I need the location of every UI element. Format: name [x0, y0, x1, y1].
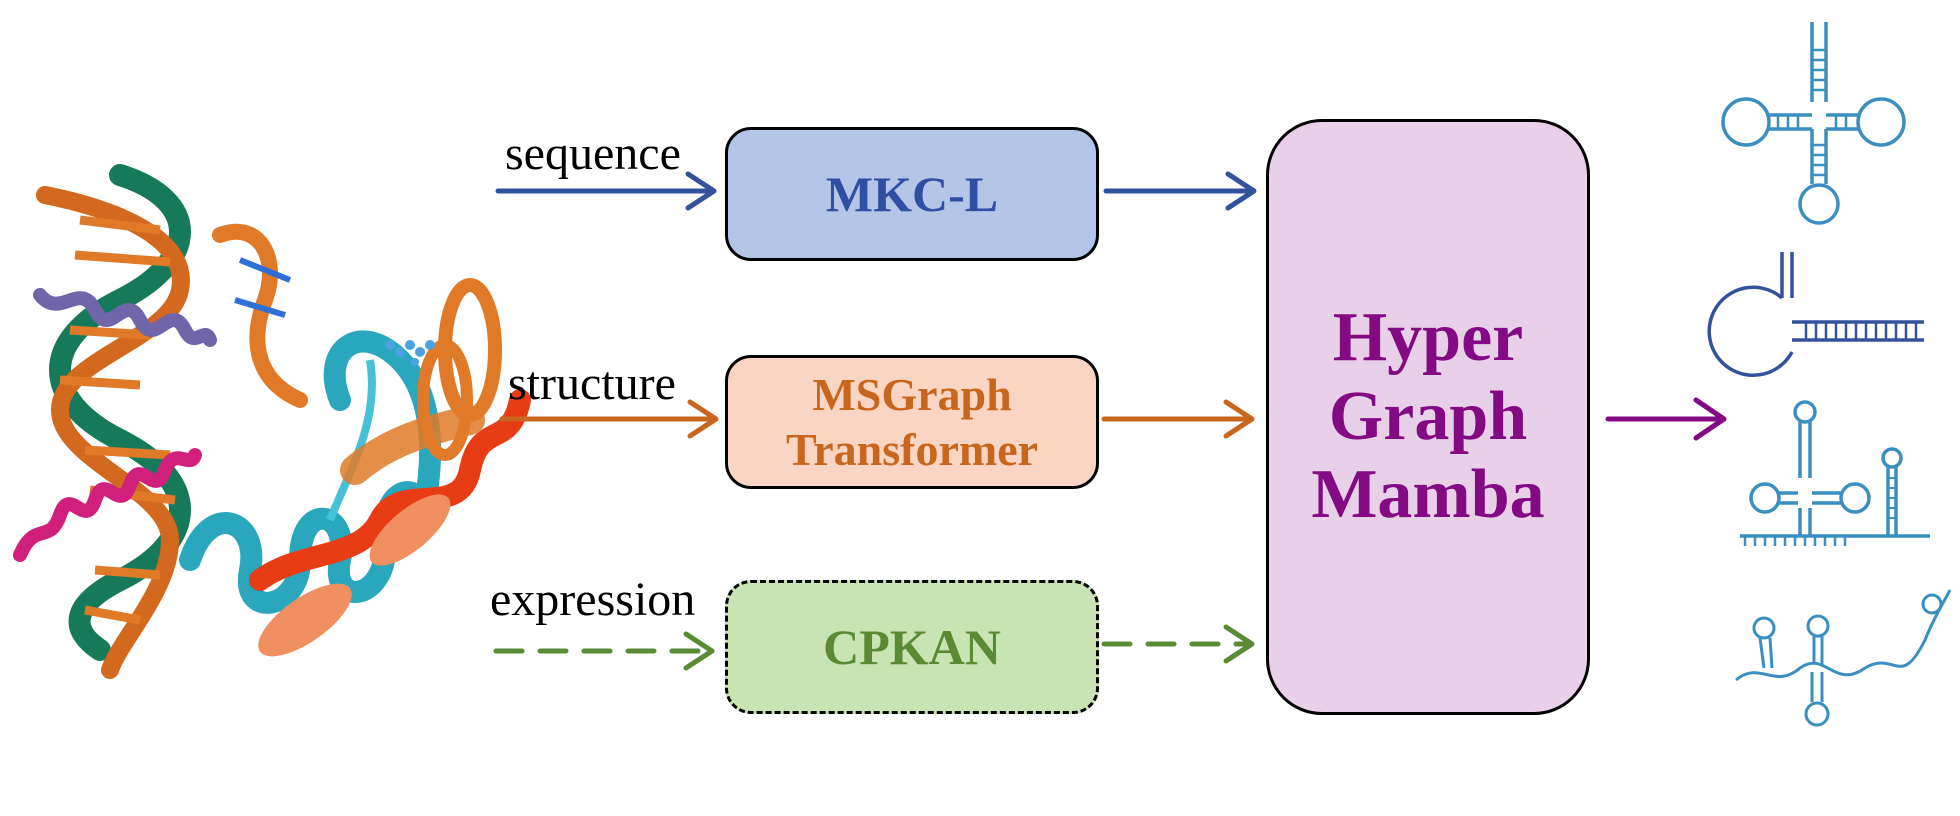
structure-input-arrow: [499, 399, 719, 439]
cpkan-box: CPKAN: [725, 580, 1099, 714]
multi-branch-rna-icon: [1740, 400, 1930, 546]
msgraph-label-line2: Transformer: [785, 424, 1039, 475]
mamba-output-arrow: [1605, 397, 1727, 441]
sequence-input-arrow: [495, 171, 717, 211]
expression-input-arrow: [493, 631, 715, 671]
cpkan-label: CPKAN: [823, 619, 1001, 675]
mkcl-label: MKC-L: [825, 166, 999, 222]
expression-label: expression: [490, 573, 696, 626]
mamba-label-line2: Graph: [1328, 377, 1528, 455]
trna-cloverleaf-icon: [1721, 22, 1906, 225]
linear-rna-icon: [1735, 589, 1952, 727]
mamba-label-line1: Hyper: [1332, 299, 1524, 377]
hypergraph-mamba-box: Hyper Graph Mamba: [1266, 119, 1590, 715]
msgraph-transformer-box: MSGraph Transformer: [725, 355, 1099, 489]
hairpin-stem-icon: [1707, 252, 1924, 377]
cpkan-output-arrow: [1101, 624, 1255, 664]
msgraph-output-arrow: [1101, 399, 1255, 439]
mkcl-box: MKC-L: [725, 127, 1099, 261]
mamba-label-line3: Mamba: [1311, 456, 1545, 534]
mkcl-output-arrow: [1103, 171, 1257, 211]
structure-label: structure: [508, 357, 676, 410]
sequence-label: sequence: [505, 127, 681, 180]
msgraph-label-line1: MSGraph: [812, 368, 1012, 420]
